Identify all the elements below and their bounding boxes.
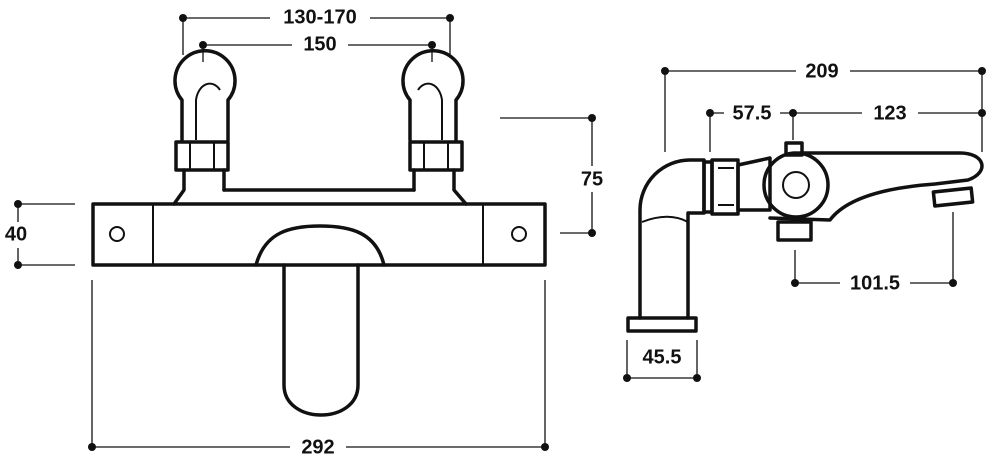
dim-292: 292: [88, 280, 549, 461]
lever-handle: [282, 263, 360, 417]
dim-label: 292: [301, 436, 334, 458]
dim-label: 123: [873, 102, 906, 124]
side-elbow: [638, 158, 706, 320]
dim-label: 45.5: [643, 346, 682, 368]
mixer-body: [91, 202, 547, 267]
side-bottom-outlet: [776, 220, 813, 242]
side-spout-outlet: [931, 186, 975, 208]
dim-45-5: 45.5: [623, 340, 701, 382]
dim-101-5: 101.5: [791, 212, 957, 297]
dim-40: 40: [0, 200, 75, 269]
side-valve-body: [762, 151, 830, 219]
lever-base: [254, 224, 386, 267]
left-elbow-inlet: [172, 48, 237, 206]
side-view: [626, 141, 984, 333]
dim-label: 130-170: [283, 6, 356, 28]
dim-150: 150: [199, 33, 436, 62]
side-base-flange: [626, 316, 698, 333]
front-view: [91, 48, 547, 417]
side-valve-knob: [782, 171, 810, 199]
dim-label: 209: [805, 60, 838, 82]
left-fixing-hole: [109, 226, 125, 242]
dim-label: 75: [581, 168, 603, 190]
dim-label: 101.5: [850, 272, 900, 294]
dim-57-5-and-123: 57.5 123: [706, 101, 986, 152]
side-top-cap: [784, 141, 804, 157]
dim-130-170: 130-170: [179, 6, 454, 55]
dim-209: 209: [661, 59, 986, 152]
right-fixing-hole: [511, 226, 527, 242]
dim-label: 40: [5, 223, 27, 245]
dim-75: 75: [500, 114, 610, 237]
side-spout: [768, 151, 984, 222]
right-elbow-inlet: [401, 48, 468, 206]
dim-label: 57.5: [733, 102, 772, 124]
dim-label: 150: [303, 33, 336, 55]
